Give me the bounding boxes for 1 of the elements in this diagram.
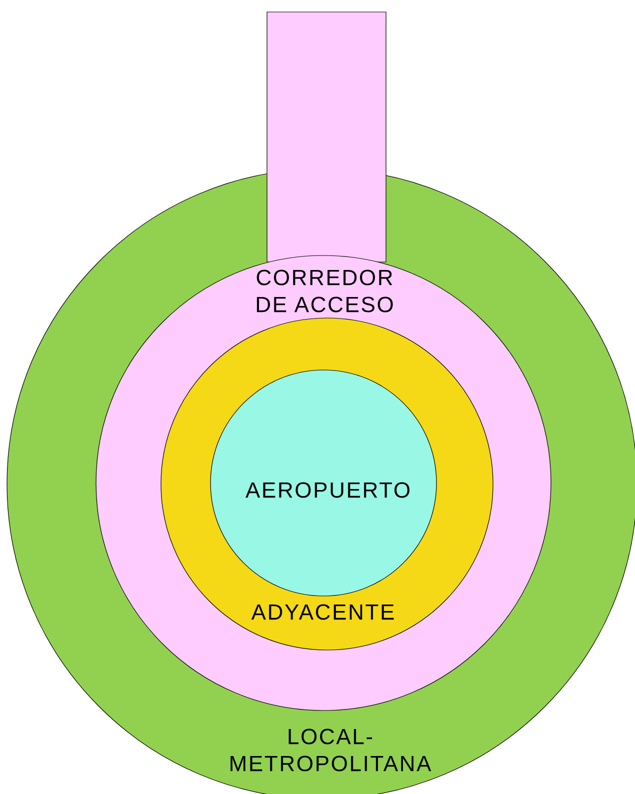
corridor-box — [266, 12, 386, 262]
